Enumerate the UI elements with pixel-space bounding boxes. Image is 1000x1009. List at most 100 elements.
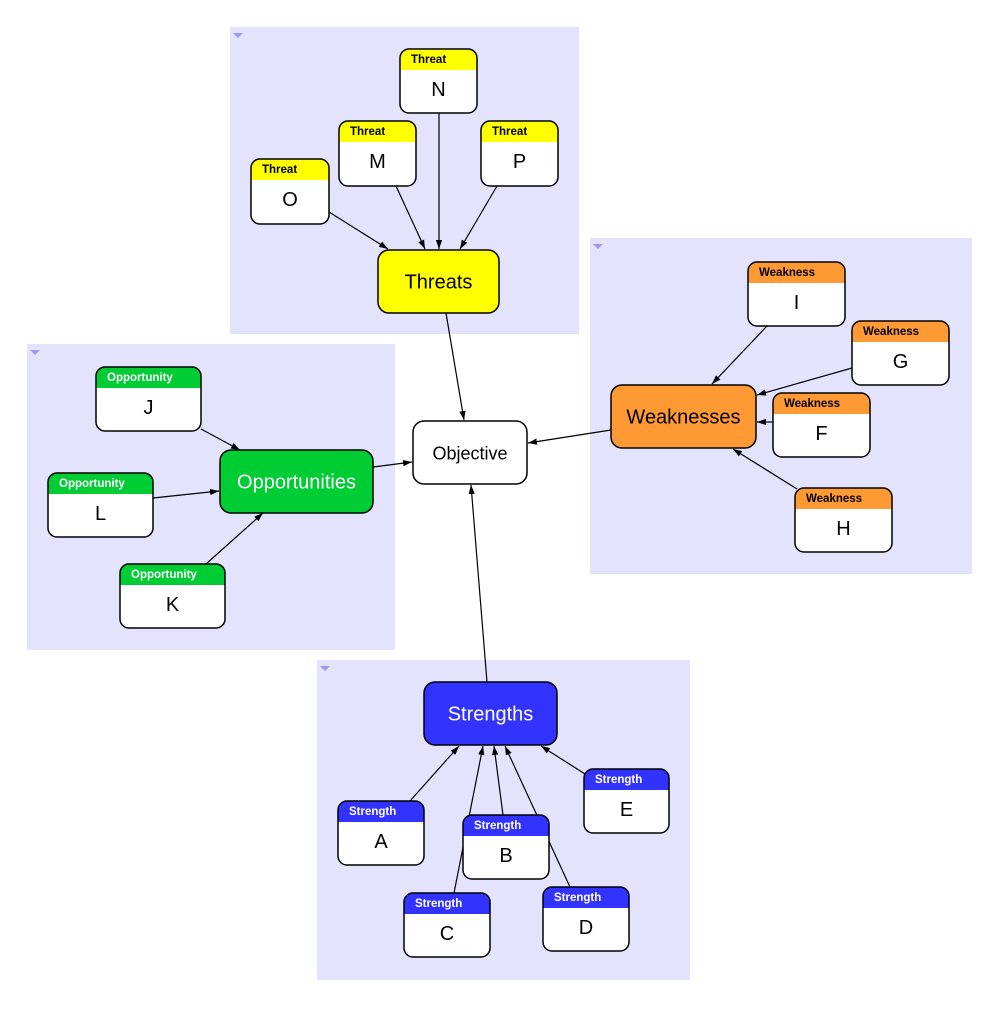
- node-box: [412, 420, 528, 485]
- item-label: A: [374, 831, 388, 853]
- item-type-label: Weakness: [784, 398, 840, 410]
- node-weaknesses[interactable]: Weaknesses: [610, 384, 757, 449]
- edge-H-to-weaknesses: [732, 448, 798, 490]
- edge-K-to-opportunities: [205, 512, 264, 565]
- node-label: Weaknesses: [626, 407, 740, 429]
- edge-P-to-threats: [459, 185, 498, 250]
- item-label: K: [166, 594, 180, 616]
- item-type-label: Weakness: [759, 267, 815, 279]
- node-threats[interactable]: Threats: [377, 249, 500, 314]
- item-type-label: Strength: [349, 806, 396, 818]
- item-label: D: [579, 917, 593, 939]
- item-type-label: Weakness: [863, 326, 919, 338]
- collapse-triangle-icon[interactable]: [593, 244, 603, 249]
- item-header-band: [748, 262, 845, 283]
- edge-B-to-strengths: [492, 745, 504, 816]
- edge-G-to-weaknesses: [756, 367, 853, 396]
- node-objective[interactable]: Objective: [412, 420, 528, 485]
- item-type-label: Threat: [411, 54, 446, 66]
- item-label: N: [431, 79, 445, 101]
- node-box: [610, 384, 757, 449]
- item-type-label: Threat: [350, 126, 385, 138]
- item-type-label: Strength: [474, 820, 521, 832]
- item-border: [119, 563, 226, 629]
- item-header-band: [543, 887, 629, 908]
- edge-J-to-opportunities: [200, 428, 241, 451]
- collapse-triangle-icon[interactable]: [320, 666, 330, 671]
- node-label: Threats: [405, 272, 473, 294]
- nodes-layer: ObjectiveThreatsThreatOThreatMThreatNThr…: [47, 48, 950, 958]
- item-label: B: [499, 845, 512, 867]
- node-box: [423, 681, 558, 746]
- item-border: [747, 261, 846, 327]
- edge-A-to-strengths: [409, 745, 460, 802]
- item-label: I: [794, 292, 800, 314]
- item-header-band: [251, 159, 329, 180]
- item-header-band: [773, 393, 870, 414]
- item-label: F: [815, 423, 827, 445]
- edge-L-to-opportunities: [152, 488, 220, 499]
- item-header-band: [795, 488, 892, 509]
- item-header-band: [481, 121, 558, 142]
- item-header-band: [338, 801, 424, 822]
- item-header-band: [404, 893, 490, 914]
- edge-I-to-weaknesses: [711, 325, 768, 385]
- item-type-label: Threat: [492, 126, 527, 138]
- edge-O-to-threats: [328, 211, 389, 250]
- item-type-label: Strength: [595, 774, 642, 786]
- item-type-label: Strength: [554, 892, 601, 904]
- node-label: Objective: [432, 444, 507, 464]
- node-opportunities[interactable]: Opportunities: [219, 449, 374, 514]
- item-border: [772, 392, 871, 458]
- collapse-triangle-icon[interactable]: [233, 33, 243, 38]
- item-label: P: [513, 151, 526, 173]
- edge-M-to-threats: [395, 185, 426, 250]
- item-border: [338, 120, 417, 187]
- item-header-band: [339, 121, 416, 142]
- edge-threats-to-objective: [445, 312, 466, 421]
- item-type-label: Opportunity: [131, 569, 197, 581]
- item-border: [399, 48, 478, 114]
- item-label: G: [893, 351, 909, 373]
- node-strengths[interactable]: Strengths: [423, 681, 558, 746]
- item-border: [462, 814, 550, 880]
- item-border: [794, 487, 893, 553]
- item-border: [583, 768, 670, 834]
- item-label: J: [144, 397, 154, 419]
- item-border: [851, 320, 950, 386]
- node-box: [219, 449, 374, 514]
- item-border: [337, 800, 425, 866]
- item-type-label: Threat: [262, 164, 297, 176]
- item-border: [542, 886, 630, 952]
- item-border: [403, 892, 491, 958]
- item-label: O: [282, 189, 298, 211]
- edge-weaknesses-to-objective: [527, 429, 612, 445]
- edge-opportunities-to-objective: [372, 460, 413, 468]
- item-header-band: [96, 367, 201, 388]
- item-border: [250, 158, 330, 225]
- item-label: C: [440, 923, 454, 945]
- item-border: [47, 472, 154, 538]
- item-header-band: [120, 564, 225, 585]
- edge-strengths-to-objective: [468, 484, 488, 683]
- collapse-triangle-icon[interactable]: [30, 350, 40, 355]
- item-type-label: Strength: [415, 898, 462, 910]
- item-border: [480, 120, 559, 187]
